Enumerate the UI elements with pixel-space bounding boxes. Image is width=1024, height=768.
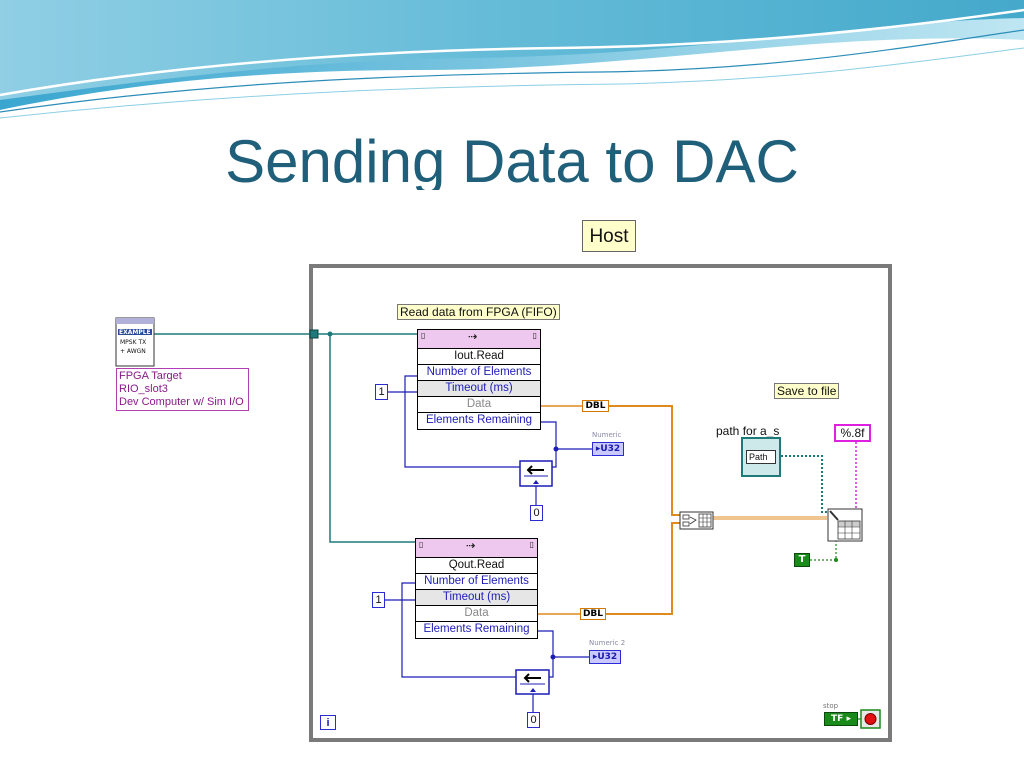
build-array-node [679, 511, 714, 530]
iout-read-node[interactable]: ▯ ⇢ ▯ Iout.Read Number of Elements Timeo… [417, 329, 541, 430]
read-fifo-comment: Read data from FPGA (FIFO) [397, 304, 560, 320]
while-loop-frame [309, 264, 892, 742]
iout-elements-constant[interactable]: 1 [375, 384, 388, 400]
iout-method-name: Iout.Read [418, 349, 540, 365]
fpga-target-line-2: RIO_slot3 [119, 383, 168, 395]
host-label: Host [582, 220, 636, 252]
fpga-icon-line-1: EXAMPLE [119, 329, 151, 336]
feedback-node-qout [515, 669, 550, 695]
qout-numeric-type: U32 [597, 652, 618, 662]
iout-data-dbl: DBL [582, 400, 609, 412]
loop-iteration-terminal: i [320, 715, 336, 730]
header-wave-decoration [0, 0, 1024, 119]
fpga-target-line-3: Dev Computer w/ Sim I/O [119, 396, 244, 408]
iout-row-elements-remaining[interactable]: Elements Remaining [425, 414, 533, 426]
iout-numeric-type: U32 [600, 444, 621, 454]
qout-row-number-of-elements[interactable]: Number of Elements [416, 574, 537, 590]
fpga-reference-icon [115, 317, 155, 367]
qout-row-elements-remaining[interactable]: Elements Remaining [423, 623, 530, 635]
qout-method-name: Qout.Read [416, 558, 537, 574]
fpga-icon-line-3: + AWGN [120, 348, 146, 355]
iout-zero-constant[interactable]: 0 [530, 505, 543, 521]
qout-row-data[interactable]: Data [416, 606, 537, 622]
write-spreadsheet-node [827, 508, 863, 542]
qout-data-dbl: DBL [580, 608, 606, 620]
fifo-arrow-icon: ⇢ [466, 539, 476, 552]
iout-row-timeout[interactable]: Timeout (ms) [418, 381, 540, 397]
qout-read-node[interactable]: ▯ ⇢ ▯ Qout.Read Number of Elements Timeo… [415, 538, 538, 639]
qout-numeric-indicator[interactable]: ▸U32 [589, 650, 621, 664]
stop-terminal-text: TF [831, 714, 844, 724]
fpga-target-line-1: FPGA Target [119, 370, 182, 382]
true-constant[interactable]: T [794, 553, 810, 567]
iout-numeric-label: Numeric [592, 431, 622, 439]
fifo-method-header: ▯ ⇢ ▯ [416, 539, 537, 558]
fifo-arrow-icon: ⇢ [468, 330, 478, 343]
qout-row-timeout[interactable]: Timeout (ms) [416, 590, 537, 606]
format-string-constant[interactable]: %.8f [834, 424, 871, 442]
path-control-field: Path [746, 450, 776, 464]
stop-terminal[interactable]: TF ▸ [824, 712, 858, 726]
path-control[interactable]: Path [741, 437, 781, 477]
fifo-method-header: ▯ ⇢ ▯ [418, 330, 540, 349]
feedback-node-iout [519, 460, 553, 487]
stop-label: stop [823, 702, 839, 710]
save-to-file-comment: Save to file [774, 383, 840, 399]
qout-zero-constant[interactable]: 0 [527, 712, 540, 728]
path-label: path for a_s [716, 424, 780, 438]
stop-button-icon [860, 709, 881, 729]
diagram-panel [93, 190, 931, 754]
slide-title: Sending Data to DAC [225, 132, 799, 190]
fpga-target-label: FPGA Target RIO_slot3 Dev Computer w/ Si… [116, 368, 249, 411]
iout-row-number-of-elements[interactable]: Number of Elements [418, 365, 540, 381]
iout-numeric-indicator[interactable]: ▸U32 [592, 442, 624, 456]
qout-numeric-label: Numeric 2 [589, 639, 626, 647]
qout-elements-constant[interactable]: 1 [372, 592, 385, 608]
iout-row-data[interactable]: Data [418, 397, 540, 413]
fpga-icon-line-2: MPSK TX [120, 339, 147, 346]
